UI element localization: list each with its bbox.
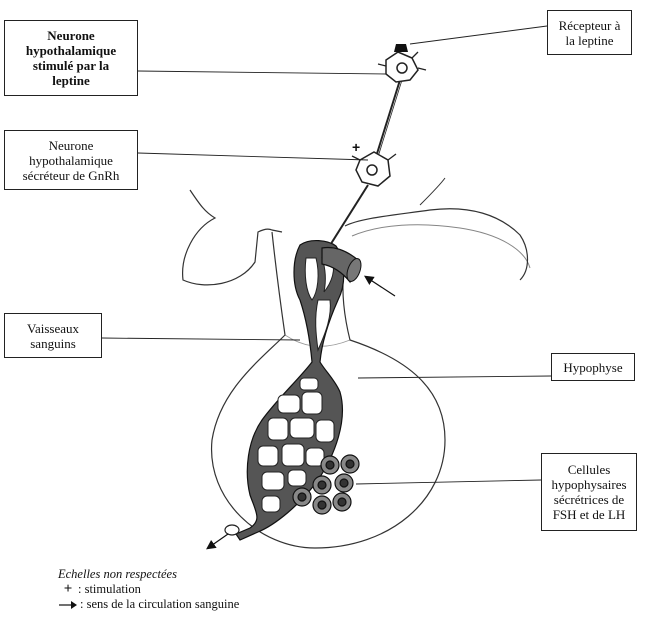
label-leptin-stimulated-neuron: Neurone hypothalamique stimulé par la le… [4, 20, 138, 96]
leptin-neuron [377, 51, 427, 83]
legend-note: Echelles non respectées [58, 567, 177, 581]
label-leptin-receptor: Récepteur à la leptine [547, 10, 632, 55]
label-blood-vessels: Vaisseaux sanguins [4, 313, 102, 358]
label-pituitary-cells: Cellules hypophysaires sécrétrices de FS… [541, 453, 637, 531]
legend-circulation-label: : sens de la circulation sanguine [80, 597, 240, 611]
brain-outline [182, 189, 283, 286]
leptin-receptor [394, 44, 408, 52]
pituitary-outline [211, 231, 446, 549]
blood-flow-arrow-in [363, 275, 396, 297]
arrow-right-icon [59, 600, 77, 609]
label-gnrh-neuron: Neurone hypothalamique sécréteur de GnRh [4, 130, 138, 190]
secreting-cells [292, 454, 360, 515]
label-pituitary: Hypophyse [551, 353, 635, 381]
legend-stimulation: + : stimulation [58, 582, 239, 597]
legend-circulation: : sens de la circulation sanguine [58, 597, 239, 612]
stimulation-plus: + [352, 139, 360, 155]
blood-flow-arrow-out [206, 533, 229, 550]
gnrh-neuron [351, 151, 397, 187]
plus-icon: + [63, 581, 73, 597]
legend: Echelles non respectées + : stimulation … [58, 567, 239, 612]
legend-stimulation-label: : stimulation [78, 582, 141, 596]
vessel-lumens [257, 257, 335, 513]
